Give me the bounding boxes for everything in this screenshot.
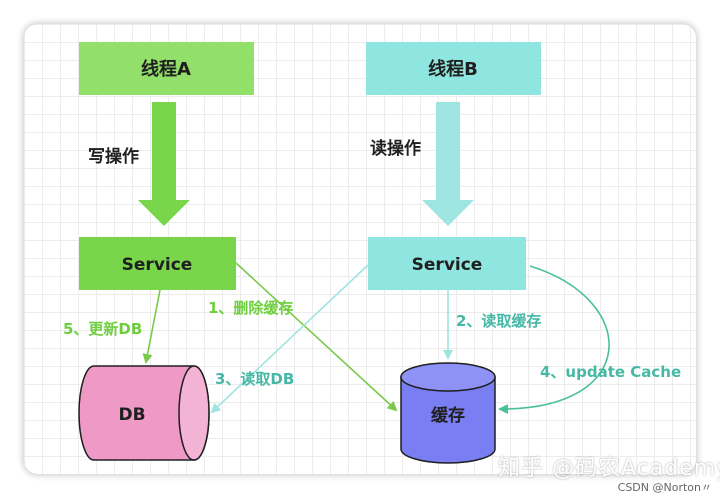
service-left-label: Service — [122, 255, 193, 275]
step1-label: 1、删除缓存 — [208, 299, 293, 317]
step3-label: 3、读取DB — [215, 370, 294, 388]
write-op-label: 写操作 — [88, 146, 139, 167]
step2-label: 2、读取缓存 — [456, 312, 541, 330]
read-op-label: 读操作 — [370, 138, 421, 159]
thread-a-node: 线程A — [79, 42, 254, 95]
thread-b-node: 线程B — [366, 42, 541, 95]
service-right-node: Service — [368, 237, 526, 290]
step3-arrow — [210, 264, 369, 414]
db-label: DB — [118, 405, 145, 425]
write-op-arrow — [138, 102, 190, 226]
cache-node: 缓存 — [400, 362, 496, 464]
thread-b-label: 线程B — [428, 58, 478, 80]
step1-arrow — [235, 262, 398, 412]
cache-label: 缓存 — [431, 405, 465, 426]
step4-label: 4、update Cache — [540, 363, 681, 381]
read-op-arrow — [422, 102, 474, 226]
csdn-watermark: CSDN @Norton〃 — [617, 481, 712, 494]
thread-a-label: 线程A — [141, 58, 191, 80]
step4-arrow — [498, 265, 610, 415]
step5-label: 5、更新DB — [63, 320, 142, 338]
db-node: DB — [78, 365, 210, 461]
step5-arrow — [142, 289, 161, 364]
service-left-node: Service — [79, 237, 236, 290]
service-right-label: Service — [412, 255, 483, 275]
zhihu-watermark: 知乎 @码农Academy — [498, 456, 720, 481]
